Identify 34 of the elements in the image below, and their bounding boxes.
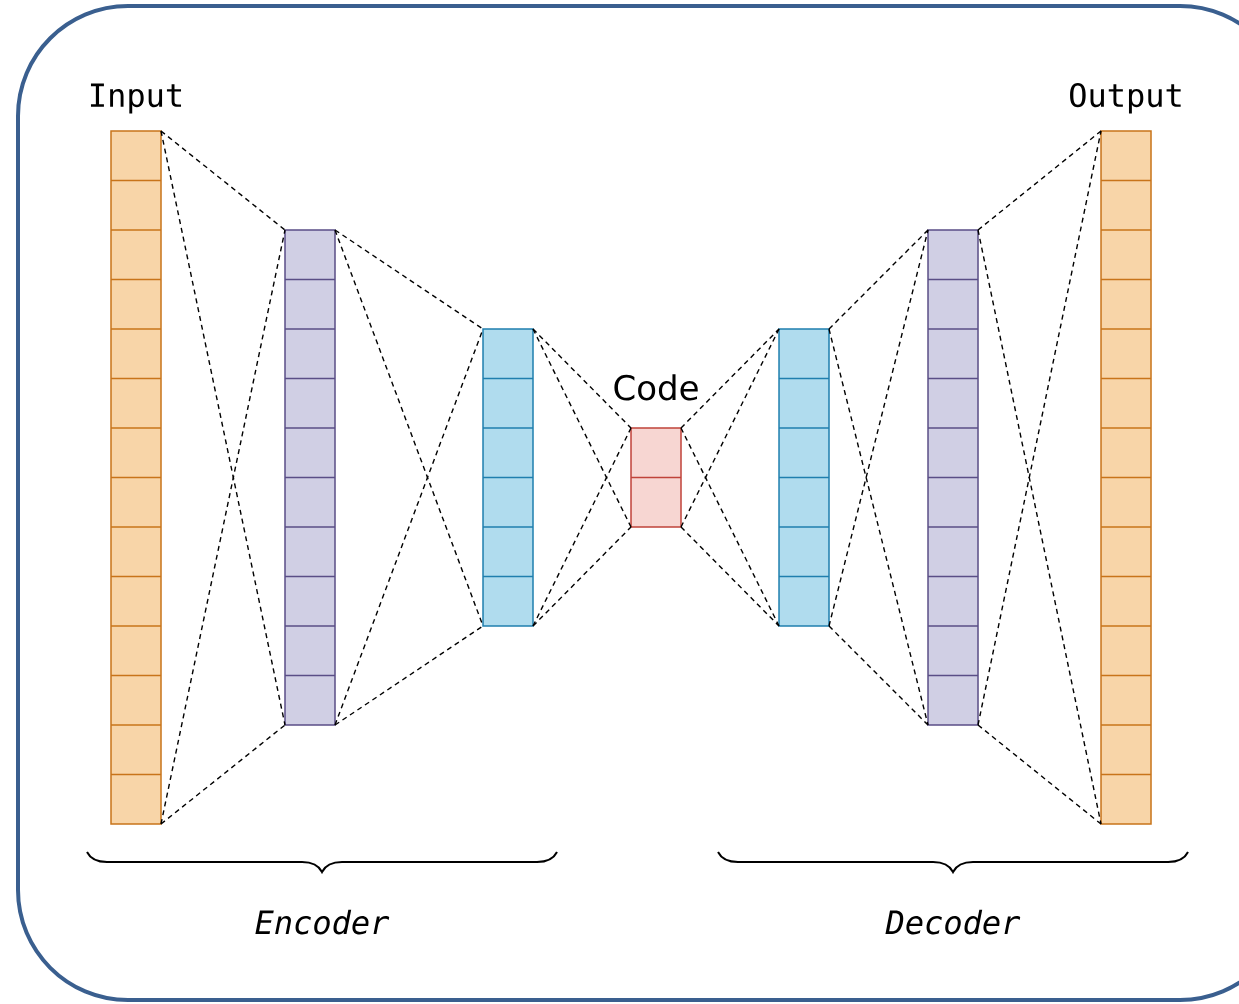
layer-column: Code: [614, 374, 698, 528]
section-label: Encoder: [255, 909, 390, 935]
dashed-line: [828, 229, 929, 627]
dashed-line: [680, 328, 780, 429]
dashed-line: [977, 724, 1102, 825]
layer-column: Output: [1070, 83, 1181, 825]
dashed-line: [160, 229, 286, 825]
layer-column: [927, 229, 979, 726]
node-label: Input: [90, 83, 182, 114]
section-label: Decoder: [885, 909, 1021, 935]
dashed-line: [977, 229, 1102, 825]
dashed-line: [828, 625, 929, 726]
dashed-line: [532, 328, 632, 429]
layer-column: [284, 229, 336, 726]
layer-column: Input: [90, 83, 181, 825]
node-label: Code: [614, 374, 698, 401]
dashed-line: [160, 130, 286, 726]
node-label: Output: [1070, 83, 1181, 114]
layer-column: [778, 328, 830, 627]
dashed-line: [680, 328, 780, 528]
dashed-line: [532, 526, 632, 627]
dashed-line: [977, 130, 1102, 726]
dashed-line: [334, 229, 484, 330]
dashed-line: [977, 130, 1102, 231]
dashed-line: [160, 724, 286, 825]
dashed-line: [532, 427, 632, 627]
layer-column: [482, 328, 534, 627]
dashed-line: [828, 229, 929, 330]
dashed-line: [828, 328, 929, 726]
dashed-line: [160, 130, 286, 231]
dashed-line: [680, 526, 780, 627]
dashed-line: [532, 328, 632, 528]
dashed-line: [680, 427, 780, 627]
dashed-line: [334, 625, 484, 726]
